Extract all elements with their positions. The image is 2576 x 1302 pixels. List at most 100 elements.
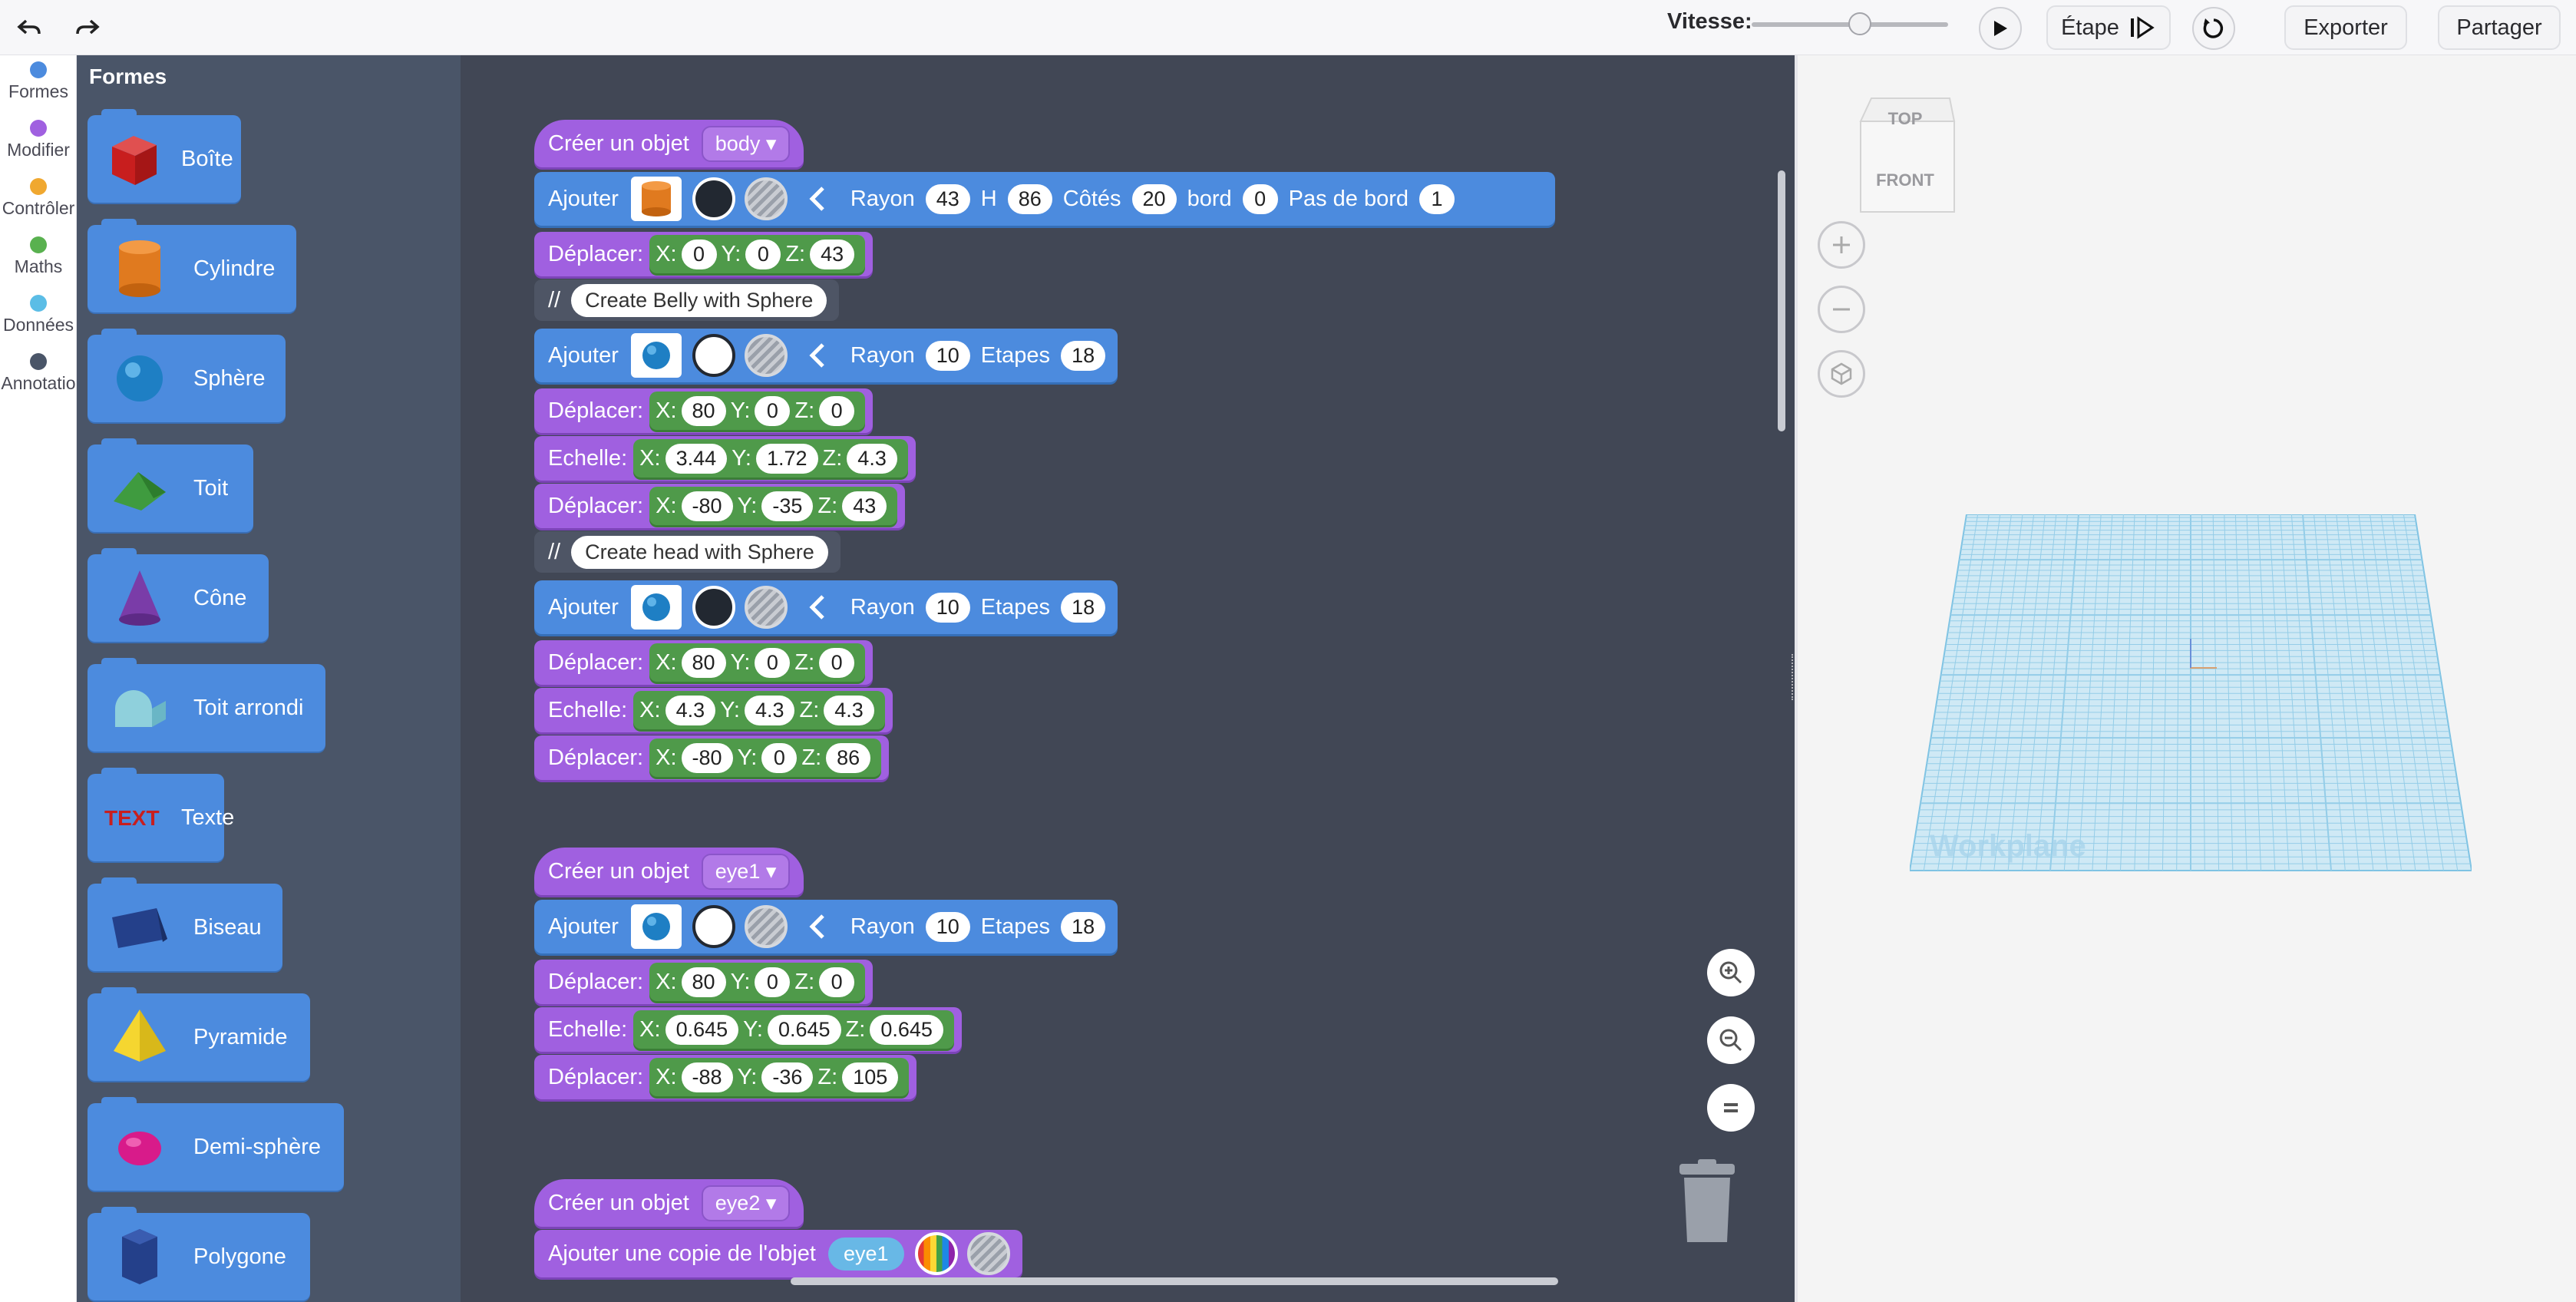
move-block[interactable]: Déplacer: X:80 Y:0 Z:0 <box>534 960 874 1004</box>
x-input[interactable]: 3.44 <box>665 443 728 474</box>
category-5[interactable]: Annotatio <box>0 353 77 394</box>
shape-block-1[interactable]: Cylindre <box>88 219 296 312</box>
vector-block[interactable]: X:4.3 Y:4.3 Z:4.3 <box>633 691 885 729</box>
steps-input[interactable]: 18 <box>1061 592 1106 623</box>
move-block[interactable]: Déplacer: X:0 Y:0 Z:43 <box>534 232 874 276</box>
comment-text[interactable]: Create head with Sphere <box>571 535 828 569</box>
object-name-dropdown[interactable]: body ▾ <box>701 125 791 162</box>
speed-slider-thumb[interactable] <box>1848 12 1871 35</box>
y-input[interactable]: 0 <box>755 395 791 426</box>
x-input[interactable]: 80 <box>681 967 726 997</box>
vector-block[interactable]: X:80 Y:0 Z:0 <box>649 963 866 1001</box>
zoom-in-button[interactable] <box>1707 949 1755 996</box>
no-edge-input[interactable]: 1 <box>1419 183 1455 214</box>
category-4[interactable]: Données <box>0 295 77 335</box>
speed-slider[interactable] <box>1752 12 1948 35</box>
color-swatch[interactable] <box>692 177 735 220</box>
trash-icon[interactable] <box>1676 1159 1738 1245</box>
vector-block[interactable]: X:-80 Y:-35 Z:43 <box>649 487 898 525</box>
shape-block-7[interactable]: Biseau <box>88 877 282 971</box>
preview-zoom-out-button[interactable] <box>1818 286 1865 333</box>
shape-block-3[interactable]: Toit <box>88 438 253 532</box>
add-cylinder-block[interactable]: Ajouter Rayon 43 H 86 Côtés 20 bord 0 Pa… <box>534 172 1555 226</box>
vector-block[interactable]: X:3.44 Y:1.72 Z:4.3 <box>633 439 908 478</box>
y-input[interactable]: -36 <box>761 1062 814 1092</box>
radius-input[interactable]: 10 <box>925 340 970 371</box>
view-cube-top-label[interactable]: TOP <box>1887 109 1923 128</box>
add-sphere-block[interactable]: Ajouter Rayon 10 Etapes 18 <box>534 580 1118 634</box>
radius-input[interactable]: 10 <box>925 592 970 623</box>
collapse-arrow-icon[interactable] <box>803 911 834 942</box>
workspace-horizontal-scrollbar[interactable] <box>791 1277 1558 1285</box>
scale-block[interactable]: Echelle: X:3.44 Y:1.72 Z:4.3 <box>534 436 916 481</box>
y-input[interactable]: 0 <box>755 647 791 678</box>
add-copy-block[interactable]: Ajouter une copie de l'objet eye1 <box>534 1230 1022 1277</box>
y-input[interactable]: 1.72 <box>755 443 818 474</box>
steps-input[interactable]: 18 <box>1061 340 1106 371</box>
move-block[interactable]: Déplacer: X:-80 Y:-35 Z:43 <box>534 484 906 528</box>
sides-input[interactable]: 20 <box>1131 183 1177 214</box>
vector-block[interactable]: X:80 Y:0 Z:0 <box>649 643 866 682</box>
share-button[interactable]: Partager <box>2438 5 2561 50</box>
z-input[interactable]: 43 <box>810 239 855 269</box>
redo-arrow-icon[interactable] <box>71 11 104 45</box>
undo-arrow-icon[interactable] <box>12 11 46 45</box>
copy-source-dropdown[interactable]: eye1 <box>827 1237 904 1271</box>
workspace-vertical-scrollbar[interactable] <box>1778 170 1785 431</box>
z-input[interactable]: 0.645 <box>870 1014 943 1045</box>
shape-block-4[interactable]: Cône <box>88 548 269 642</box>
category-3[interactable]: Maths <box>0 236 77 277</box>
play-button[interactable] <box>1979 7 2022 50</box>
move-block[interactable]: Déplacer: X:80 Y:0 Z:0 <box>534 640 874 685</box>
y-input[interactable]: 4.3 <box>744 695 795 725</box>
y-input[interactable]: 0 <box>761 742 798 773</box>
move-block[interactable]: Déplacer: X:-88 Y:-36 Z:105 <box>534 1055 917 1099</box>
shape-block-2[interactable]: Sphère <box>88 329 286 422</box>
create-object-block-eye1[interactable]: Créer un objet eye1 ▾ <box>534 848 804 895</box>
x-input[interactable]: 0.645 <box>665 1014 739 1045</box>
shape-block-10[interactable]: Polygone <box>88 1207 310 1300</box>
export-button[interactable]: Exporter <box>2284 5 2407 50</box>
steps-input[interactable]: 18 <box>1061 911 1106 942</box>
x-input[interactable]: 4.3 <box>665 695 716 725</box>
preview-zoom-in-button[interactable] <box>1818 221 1865 269</box>
comment-text[interactable]: Create Belly with Sphere <box>571 283 827 317</box>
scale-block[interactable]: Echelle: X:0.645 Y:0.645 Z:0.645 <box>534 1007 962 1052</box>
z-input[interactable]: 86 <box>826 742 871 773</box>
shape-block-5[interactable]: Toit arrondi <box>88 658 325 752</box>
object-name-dropdown[interactable]: eye2 ▾ <box>701 1185 791 1221</box>
radius-input[interactable]: 43 <box>925 183 970 214</box>
y-input[interactable]: -35 <box>761 491 814 521</box>
workplane-grid[interactable]: Workplane <box>1908 514 2473 875</box>
y-input[interactable]: 0 <box>745 239 781 269</box>
blocks-workspace[interactable]: Créer un objet body ▾ Ajouter Rayon 43 H… <box>461 55 1795 1302</box>
reset-button[interactable] <box>2192 7 2235 50</box>
z-input[interactable]: 0 <box>819 647 855 678</box>
transparency-swatch[interactable] <box>744 905 788 948</box>
height-input[interactable]: 86 <box>1007 183 1052 214</box>
transparency-swatch[interactable] <box>744 334 788 377</box>
color-swatch[interactable] <box>692 905 735 948</box>
add-sphere-block[interactable]: Ajouter Rayon 10 Etapes 18 <box>534 329 1118 382</box>
z-input[interactable]: 105 <box>842 1062 899 1092</box>
vector-block[interactable]: X:-88 Y:-36 Z:105 <box>649 1058 910 1096</box>
collapse-arrow-icon[interactable] <box>803 592 834 623</box>
create-object-block-eye2[interactable]: Créer un objet eye2 ▾ <box>534 1179 804 1227</box>
vector-block[interactable]: X:0 Y:0 Z:43 <box>649 235 866 273</box>
z-input[interactable]: 0 <box>819 967 855 997</box>
z-input[interactable]: 4.3 <box>847 443 897 474</box>
add-sphere-block[interactable]: Ajouter Rayon 10 Etapes 18 <box>534 900 1118 953</box>
radius-input[interactable]: 10 <box>925 911 970 942</box>
comment-block[interactable]: // Create head with Sphere <box>534 531 841 573</box>
step-button[interactable]: Étape <box>2046 5 2171 50</box>
x-input[interactable]: 0 <box>681 239 717 269</box>
vector-block[interactable]: X:-80 Y:0 Z:86 <box>649 739 882 777</box>
color-swatch[interactable] <box>692 586 735 629</box>
category-2[interactable]: Contrôler <box>0 178 77 219</box>
collapse-arrow-icon[interactable] <box>803 183 834 214</box>
category-0[interactable]: Formes <box>0 61 77 102</box>
zoom-reset-button[interactable] <box>1707 1084 1755 1132</box>
category-1[interactable]: Modifier <box>0 120 77 160</box>
shape-block-9[interactable]: Demi-sphère <box>88 1097 344 1191</box>
